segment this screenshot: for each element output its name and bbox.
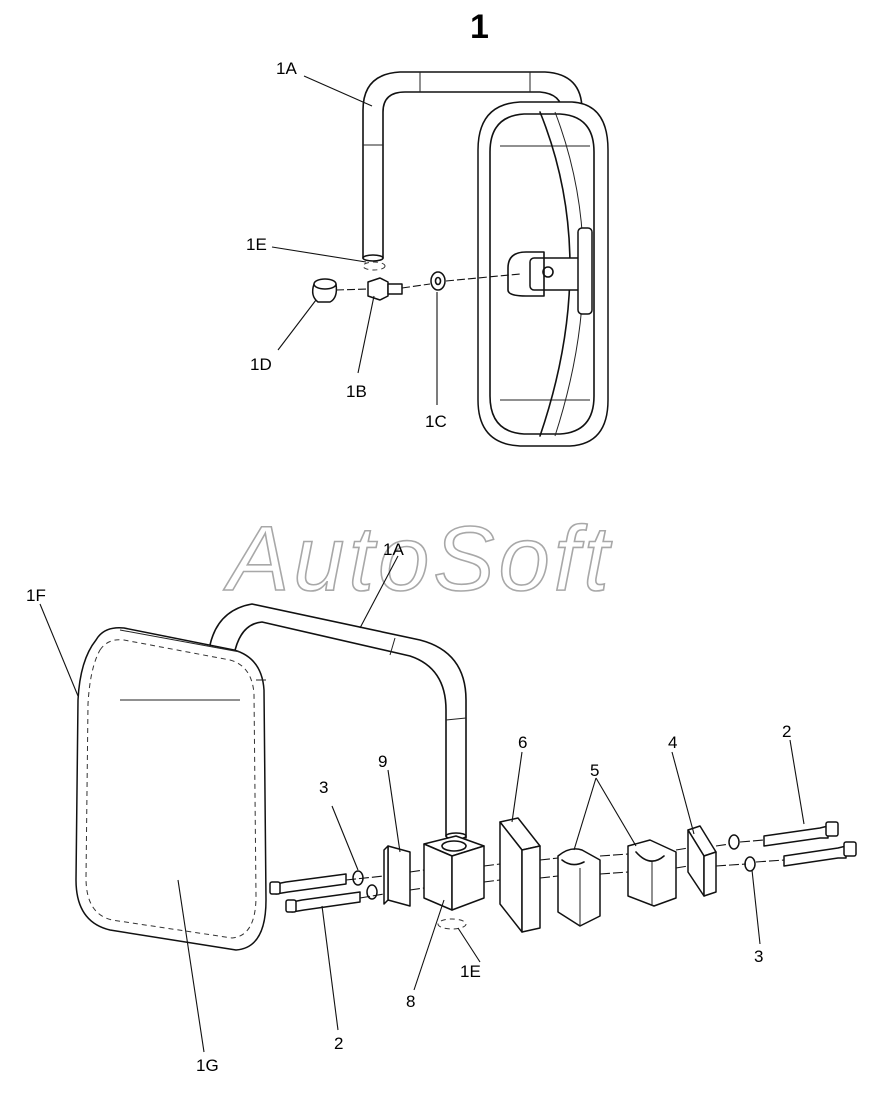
label-bottom-2-right: 2 [782,722,791,741]
label-bottom-2-left: 2 [334,1034,343,1053]
label-top-1c: 1C [425,412,447,431]
bottom-plate-9 [387,845,411,907]
label-top-1d: 1D [250,355,272,374]
label-top-1b: 1B [346,382,367,401]
bottom-clamp-5-left [557,848,601,927]
top-washer-1c [430,271,446,291]
label-top-1e: 1E [246,235,267,254]
top-bolt-1b [367,277,403,301]
bottom-plate-6 [499,817,541,933]
bottom-washer-1e [437,918,467,930]
top-washer-1e [362,261,386,271]
bottom-washers-3-left [352,870,378,900]
label-bottom-5: 5 [590,761,599,780]
label-bottom-9: 9 [378,752,387,771]
bottom-block-8 [423,835,485,911]
bottom-plate-4 [687,825,717,897]
bottom-washers-3-right [728,834,756,872]
bottom-bolts-2-right [763,821,857,867]
top-cap-nut-1d [311,278,338,303]
label-bottom-4: 4 [668,733,677,752]
bottom-mirror-1f [75,627,267,951]
label-bottom-1g: 1G [196,1056,219,1075]
diagram-number: 1 [470,8,489,46]
label-bottom-8: 8 [406,992,415,1011]
label-bottom-3-left: 3 [319,778,328,797]
watermark-logo: AutoSoft [223,508,613,610]
label-bottom-1a: 1A [383,540,404,559]
label-bottom-1f: 1F [26,586,46,605]
label-bottom-3-right: 3 [754,947,763,966]
bottom-clamp-5-right [627,839,677,907]
label-bottom-1e: 1E [460,962,481,981]
label-bottom-6: 6 [518,733,527,752]
bottom-bolts-2-left [269,873,361,913]
top-mirror-assembly [271,71,609,447]
top-mirror-housing [477,101,609,447]
label-top-1a: 1A [276,59,297,78]
bottom-arm-1a [209,603,467,840]
bottom-mirror-assembly [39,555,857,1053]
